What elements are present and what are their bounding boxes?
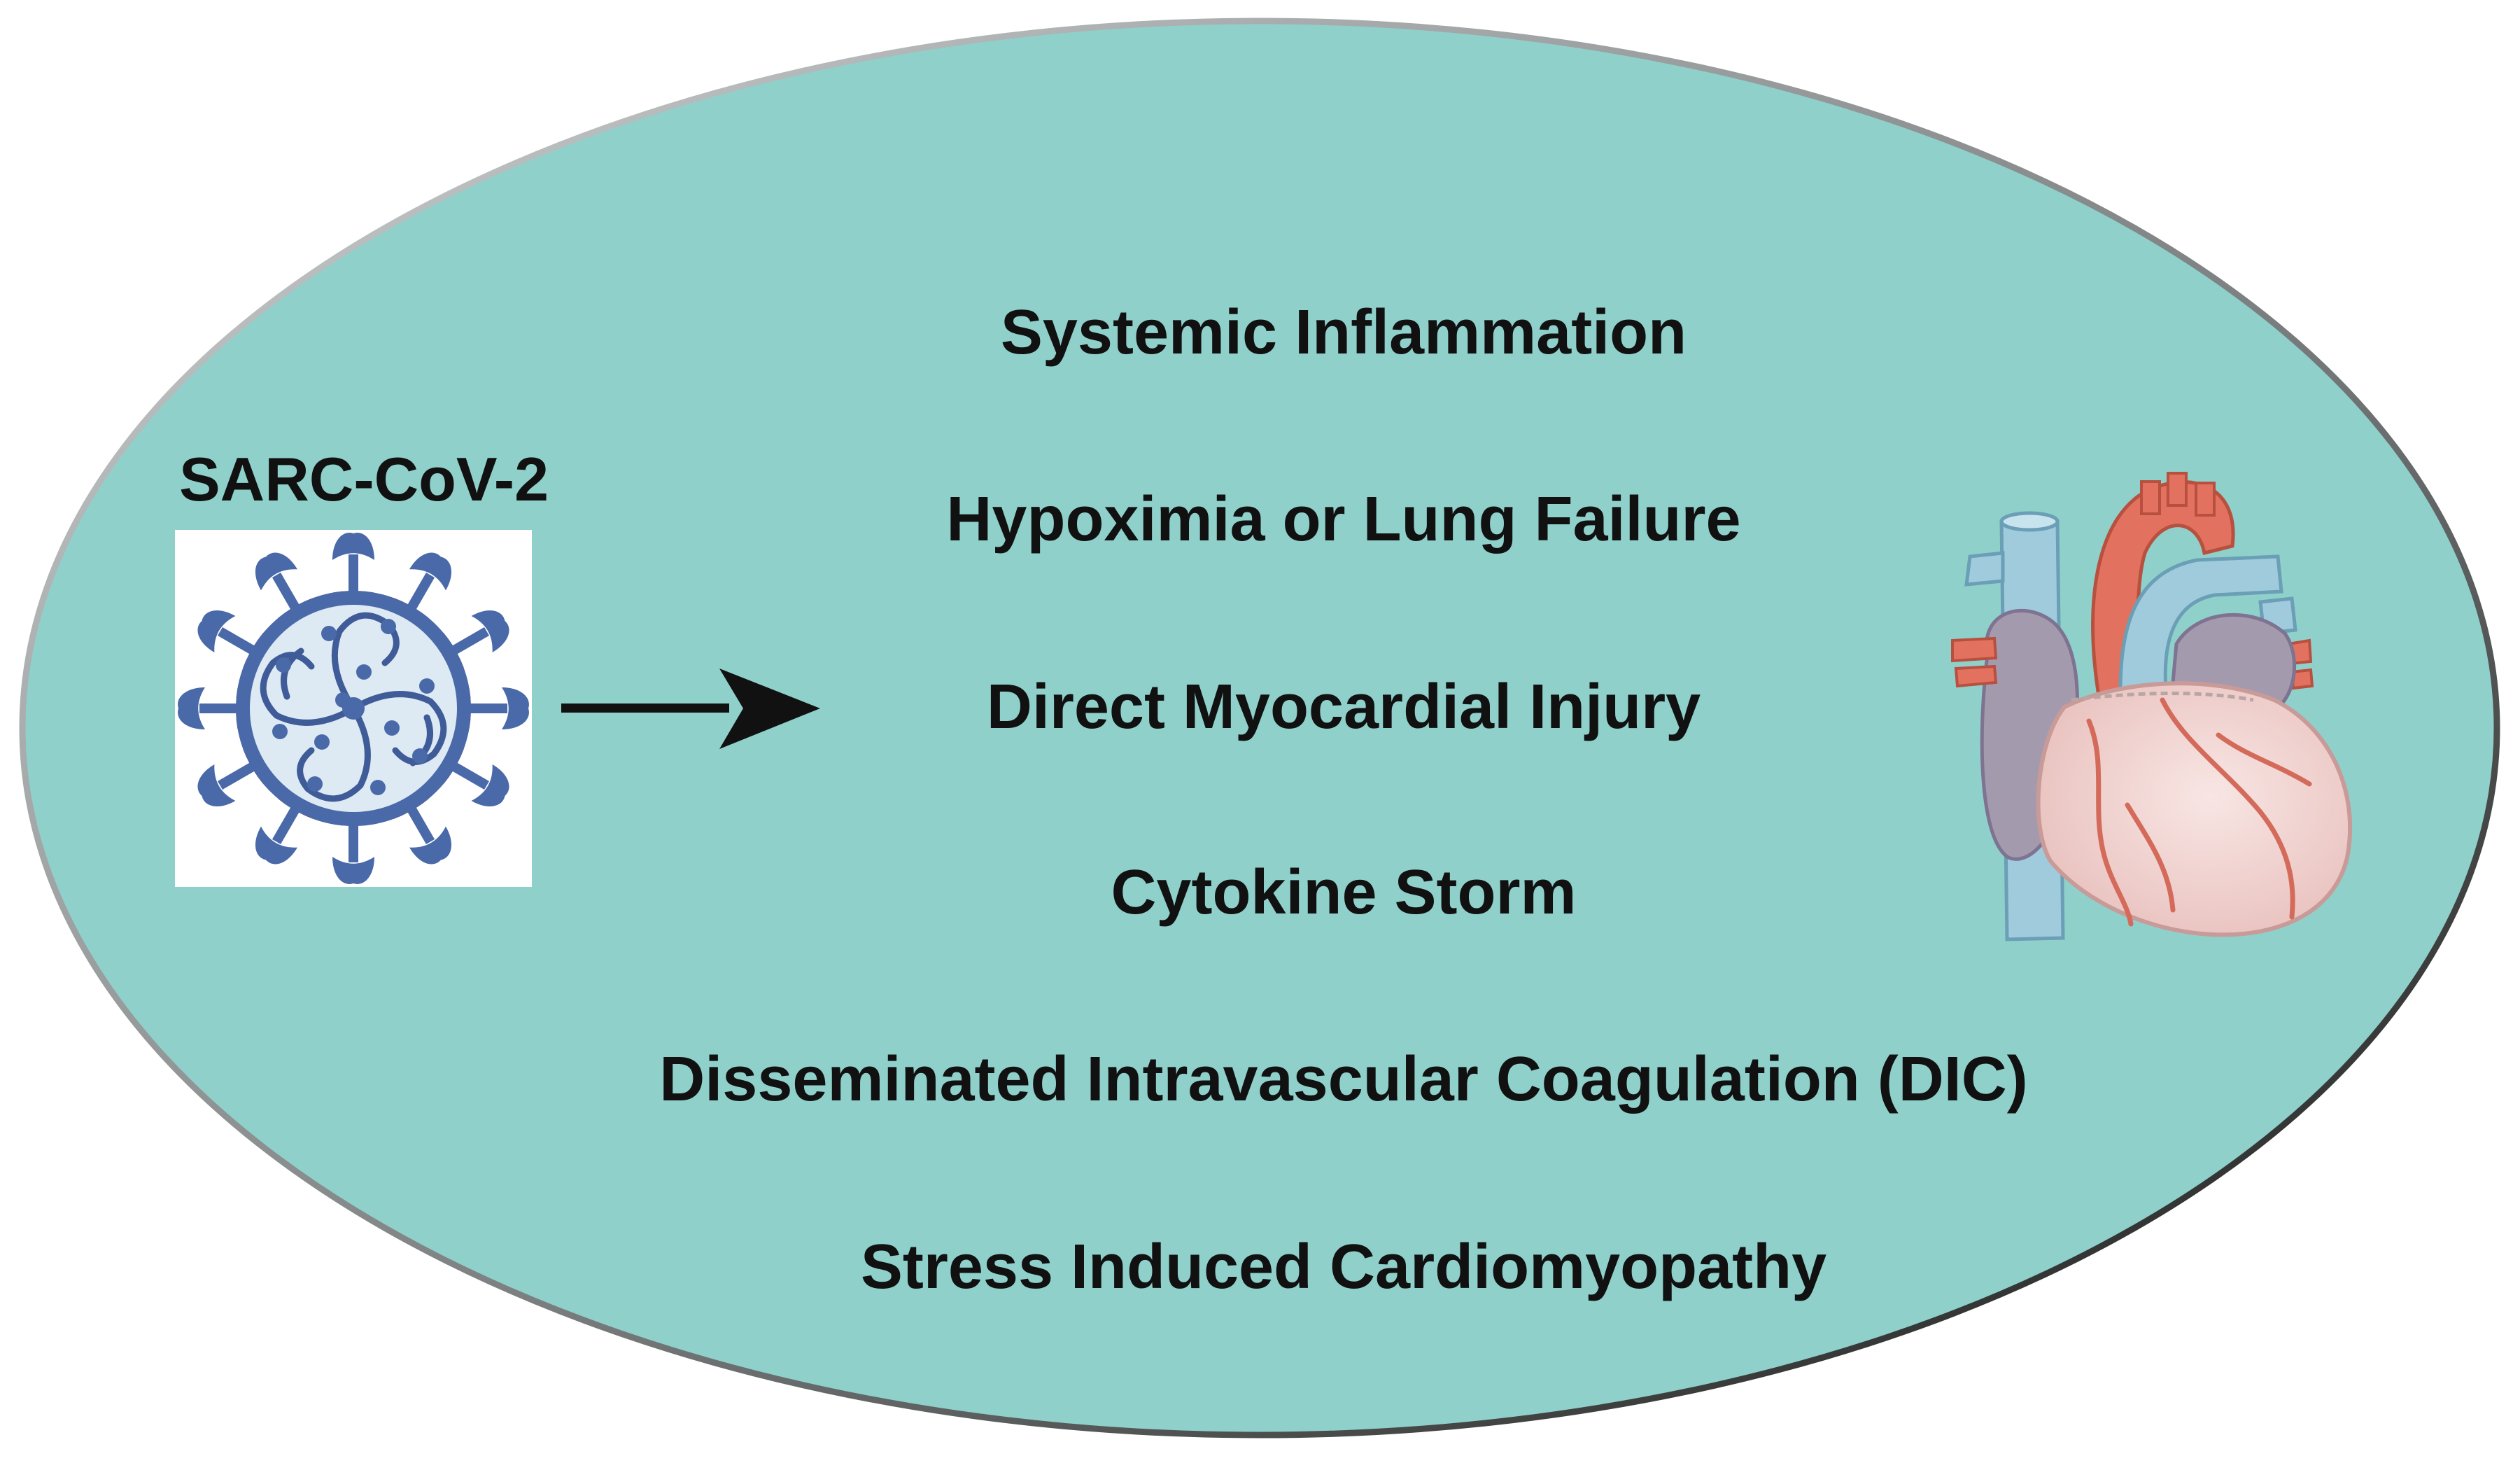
mechanism-item: Systemic Inflammation [1001, 298, 1687, 368]
mechanism-item: Direct Myocardial Injury [987, 672, 1701, 742]
mechanism-list: Systemic Inflammation Hypoximia or Lung … [659, 298, 2027, 1302]
mechanism-item: Stress Induced Cardiomyopathy [861, 1232, 1826, 1302]
mechanism-item: Disseminated Intravascular Coagulation (… [659, 1044, 2027, 1114]
right-arrow-icon [561, 668, 820, 749]
mechanism-item: Cytokine Storm [1111, 858, 1576, 927]
heart-anatomy-icon [1951, 472, 2353, 941]
mechanism-ellipse [19, 18, 2500, 1438]
virus-label: SARC-CoV-2 [179, 444, 549, 514]
coronavirus-icon [175, 530, 532, 887]
mechanism-item: Hypoximia or Lung Failure [946, 484, 1740, 554]
